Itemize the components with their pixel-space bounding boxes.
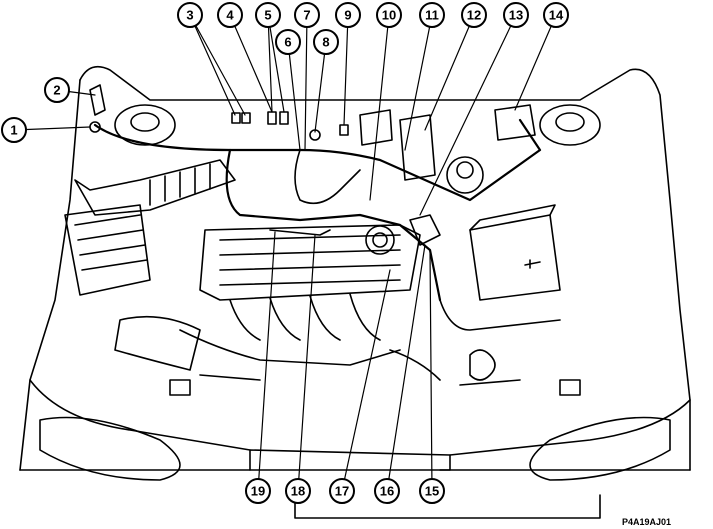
- leader-line-17: [341, 269, 391, 492]
- leader-line-8: [314, 41, 327, 133]
- reference-code: P4A19AJ01: [621, 517, 671, 527]
- callout-number: 6: [284, 35, 291, 50]
- callout-circle: [294, 2, 320, 28]
- leader-line-16: [386, 244, 426, 492]
- callout-16: 16: [374, 478, 400, 504]
- leader-line-5: [267, 14, 273, 113]
- callout-circle: [245, 478, 271, 504]
- callout-number: 10: [382, 8, 396, 23]
- callout-8: 8: [313, 29, 339, 55]
- callout-number: 3: [186, 8, 193, 23]
- callout-14: 14: [543, 2, 569, 28]
- callout-number: 13: [509, 8, 523, 23]
- callout-circle: [177, 2, 203, 28]
- callout-circle: [217, 2, 243, 28]
- callout-circle: [329, 478, 355, 504]
- leader-line-5: [267, 14, 285, 113]
- callout-5: 5: [255, 2, 281, 28]
- callout-4: 4: [217, 2, 243, 28]
- callout-number: 1: [10, 123, 17, 138]
- callout-circle: [255, 2, 281, 28]
- callout-10: 10: [376, 2, 402, 28]
- callout-number: 19: [251, 484, 265, 499]
- leader-lines: [13, 14, 557, 492]
- leader-line-4: [229, 14, 273, 113]
- callout-12: 12: [461, 2, 487, 28]
- callout-number: 15: [425, 484, 439, 499]
- leader-line-10: [369, 14, 390, 201]
- callout-9: 9: [335, 2, 361, 28]
- callout-19: 19: [245, 478, 271, 504]
- engine-bay-outline: [19, 65, 691, 519]
- callout-circle: [275, 29, 301, 55]
- callout-number: 9: [344, 8, 351, 23]
- callout-circle: [543, 2, 569, 28]
- callout-11: 11: [419, 2, 445, 28]
- callout-number: 2: [53, 83, 60, 98]
- callout-circle: [419, 478, 445, 504]
- callout-number: 5: [264, 8, 271, 23]
- callout-circle: [335, 2, 361, 28]
- leader-line-19: [257, 231, 276, 492]
- callout-circle: [503, 2, 529, 28]
- callout-number: 18: [291, 484, 305, 499]
- callout-circle: [419, 2, 445, 28]
- callout-circle: [285, 478, 311, 504]
- leader-line-9: [343, 14, 349, 126]
- leader-line-3: [189, 14, 246, 116]
- callout-circle: [1, 117, 27, 143]
- callout-number: 7: [303, 8, 310, 23]
- callout-13: 13: [503, 2, 529, 28]
- callout-6: 6: [275, 29, 301, 55]
- leader-line-6: [287, 41, 301, 151]
- leader-line-14: [514, 14, 557, 111]
- callout-7: 7: [294, 2, 320, 28]
- callout-number: 8: [322, 35, 329, 50]
- callout-number: 14: [549, 8, 564, 23]
- callout-18: 18: [285, 478, 311, 504]
- leader-line-11: [404, 14, 433, 151]
- callout-1: 1: [1, 117, 27, 143]
- leader-line-7: [304, 14, 308, 151]
- callout-circle: [374, 478, 400, 504]
- callout-number: 11: [425, 8, 439, 23]
- callout-number: 16: [380, 484, 394, 499]
- callout-number: 4: [226, 8, 234, 23]
- callout-circle: [461, 2, 487, 28]
- leader-line-15: [429, 249, 433, 492]
- callout-2: 2: [44, 77, 70, 103]
- callout-circle: [313, 29, 339, 55]
- callout-3: 3: [177, 2, 203, 28]
- callout-circle: [44, 77, 70, 103]
- callout-number: 12: [467, 8, 481, 23]
- leader-line-13: [419, 14, 517, 216]
- callout-17: 17: [329, 478, 355, 504]
- callout-number: 17: [335, 484, 349, 499]
- leader-line-3: [189, 14, 236, 116]
- leader-line-12: [424, 14, 475, 131]
- callout-15: 15: [419, 478, 445, 504]
- leader-line-18: [297, 234, 316, 492]
- callout-circle: [376, 2, 402, 28]
